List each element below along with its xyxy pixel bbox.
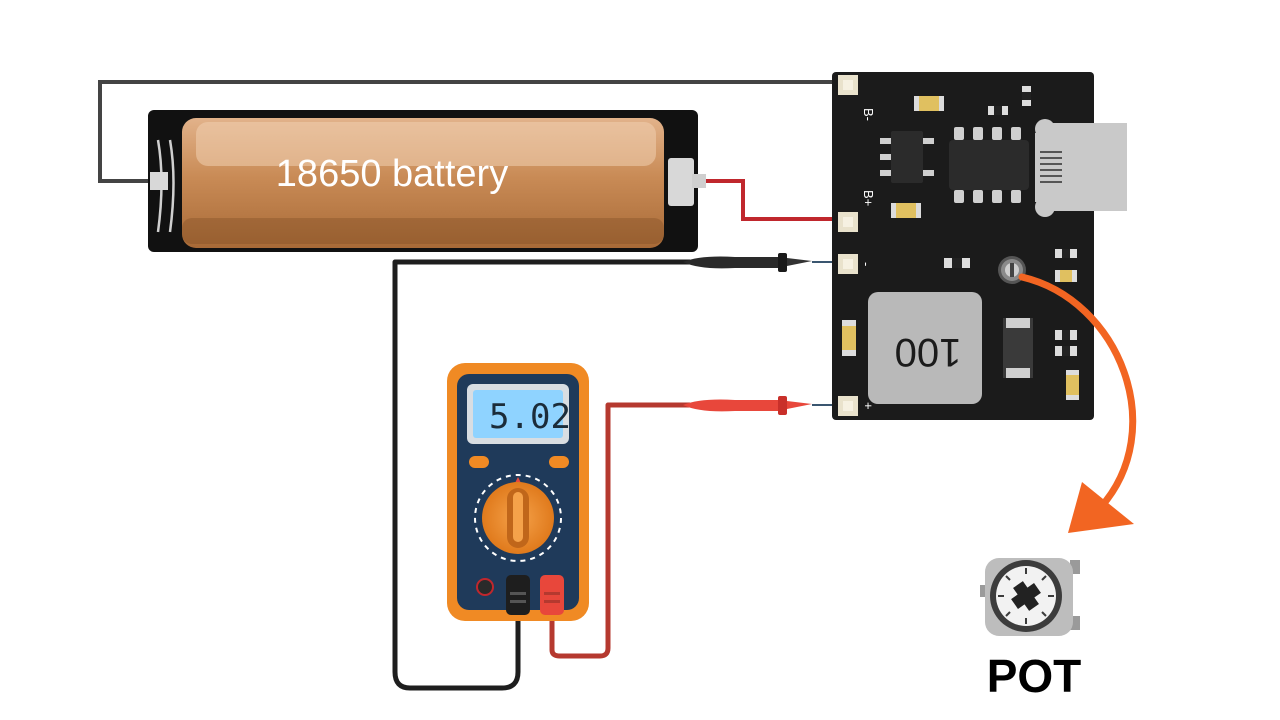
pointer-arrow: [1018, 273, 1137, 533]
smd-capacitor: [891, 203, 921, 218]
multimeter: 5.02: [447, 363, 589, 621]
wire-battery-positive: [705, 179, 836, 221]
red-probe[interactable]: [683, 396, 838, 415]
small-ic: [891, 131, 923, 183]
multimeter-button-right[interactable]: [549, 456, 569, 468]
black-plug[interactable]: [506, 575, 530, 615]
battery-positive-terminal: [668, 158, 694, 206]
multimeter-button-left[interactable]: [469, 456, 489, 468]
pad-label-b-minus: B-: [861, 108, 876, 121]
jack-a[interactable]: [476, 578, 494, 596]
pad-label-b-plus: B+: [861, 190, 876, 206]
smd-capacitor: [914, 96, 944, 111]
wire-battery-negative: [98, 80, 836, 183]
inductor-marking: 100: [895, 330, 962, 374]
multimeter-display: [473, 390, 563, 438]
wire-red-probe: [549, 402, 690, 659]
multimeter-reading: 5.02: [489, 397, 571, 437]
boost-converter-module: B- B+ - +: [832, 72, 1127, 420]
wire-black-probe: [392, 259, 690, 691]
inductor: [868, 292, 982, 404]
potentiometer-closeup: [980, 558, 1080, 636]
pad-label-out-plus: +: [861, 402, 876, 410]
dial-scale: [474, 474, 562, 562]
pad-label-out-minus: -: [859, 262, 874, 266]
usb-c-connector[interactable]: [1035, 119, 1127, 217]
battery-label: 18650 battery: [276, 153, 508, 195]
black-probe[interactable]: [683, 253, 838, 272]
pot-label: POT: [987, 650, 1082, 702]
main-ic: [949, 140, 1029, 190]
battery-holder: 18650 battery: [148, 110, 706, 252]
red-plug[interactable]: [540, 575, 564, 615]
